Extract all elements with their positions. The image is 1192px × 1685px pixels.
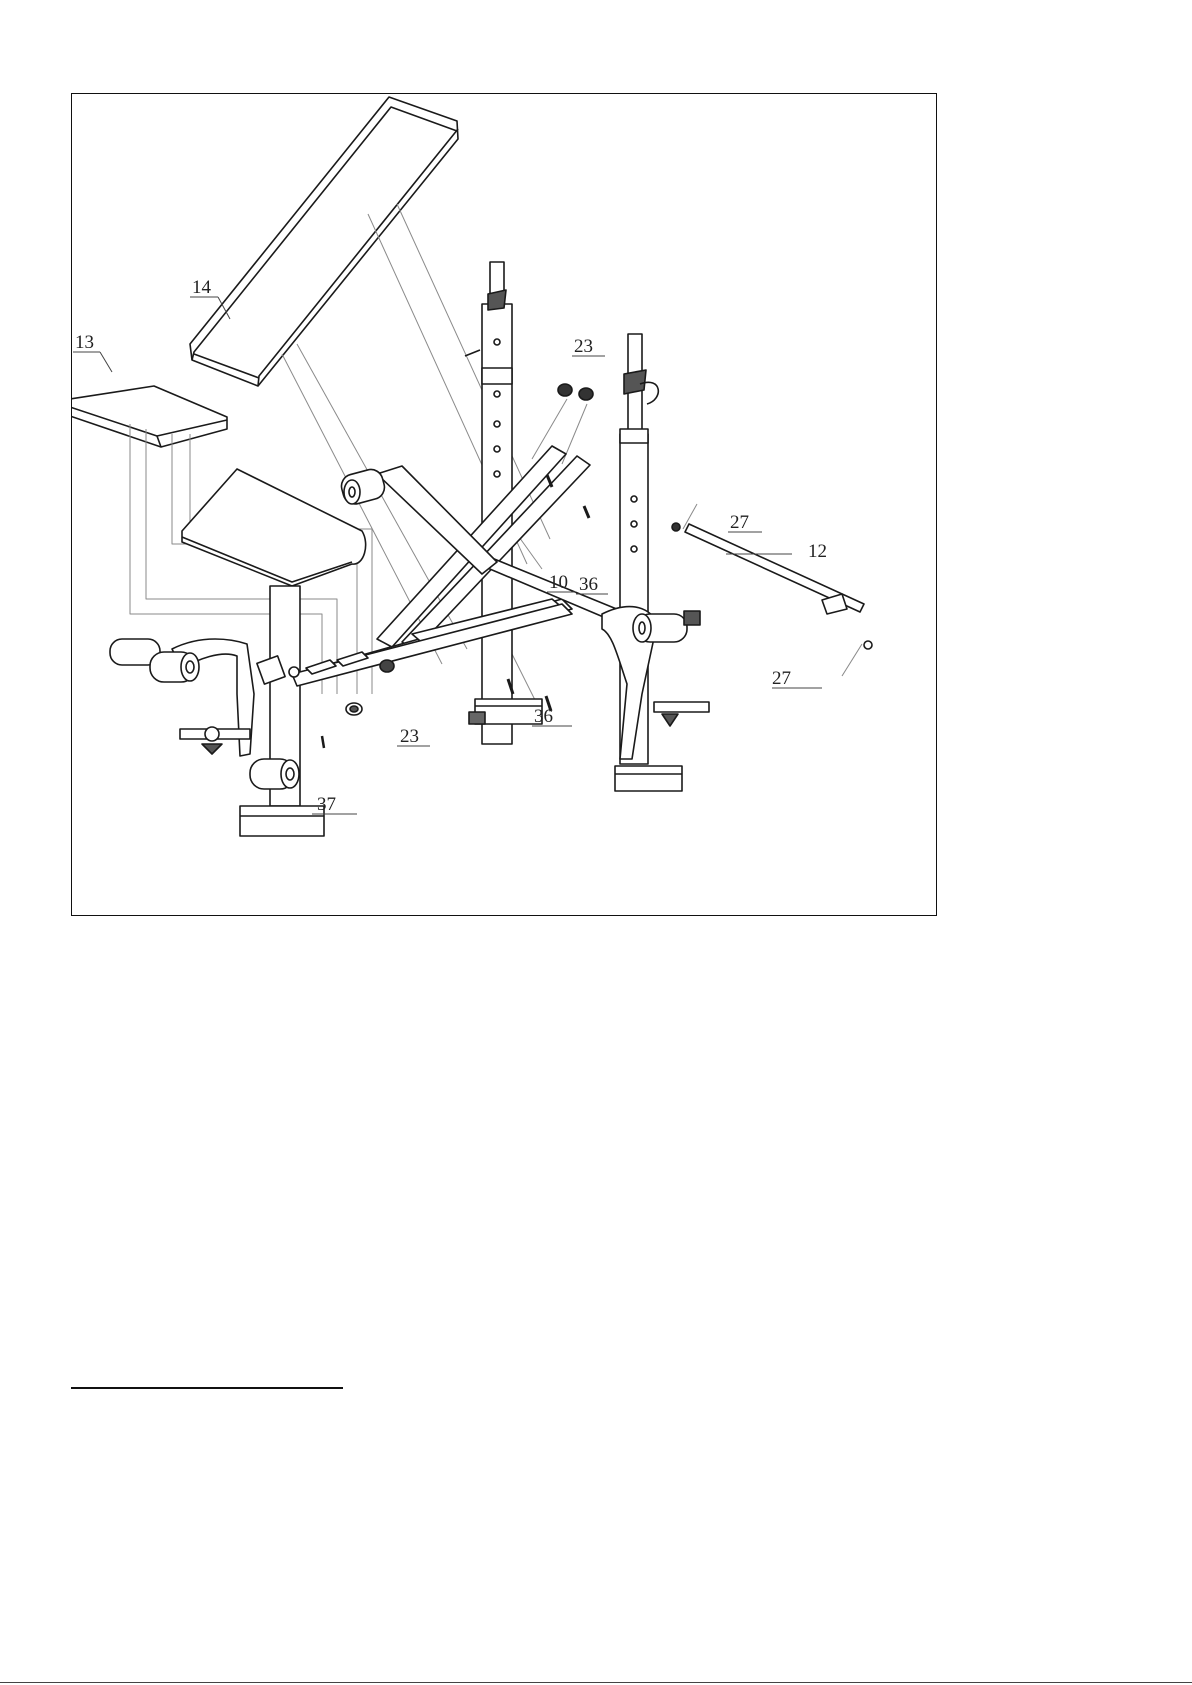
label-part-13: 13 — [75, 332, 94, 353]
label-part-10: 10 — [549, 572, 568, 593]
label-part-14: 14 — [192, 277, 212, 298]
page-bottom-rule — [0, 1682, 1192, 1683]
right-leg-arm — [602, 607, 709, 759]
label-part-23-lower: 23 — [400, 726, 419, 747]
label-part-36-upper: 36 — [579, 574, 598, 595]
footnote-rule — [71, 1387, 343, 1389]
label-part-23-upper: 23 — [574, 336, 593, 357]
label-part-12: 12 — [808, 541, 827, 562]
bar-pin — [685, 524, 864, 614]
back-pad — [190, 97, 458, 386]
hardware — [322, 384, 872, 748]
bench-exploded-diagram: 14 13 23 27 12 10 36 27 36 23 37 — [72, 94, 938, 917]
label-part-37: 37 — [317, 794, 336, 815]
label-part-27-lower: 27 — [772, 668, 791, 689]
assembly-figure-frame: 14 13 23 27 12 10 36 27 36 23 37 — [71, 93, 937, 916]
label-part-27-upper: 27 — [730, 512, 749, 533]
seat-pad — [72, 386, 227, 447]
label-part-36-lower: 36 — [534, 706, 553, 727]
